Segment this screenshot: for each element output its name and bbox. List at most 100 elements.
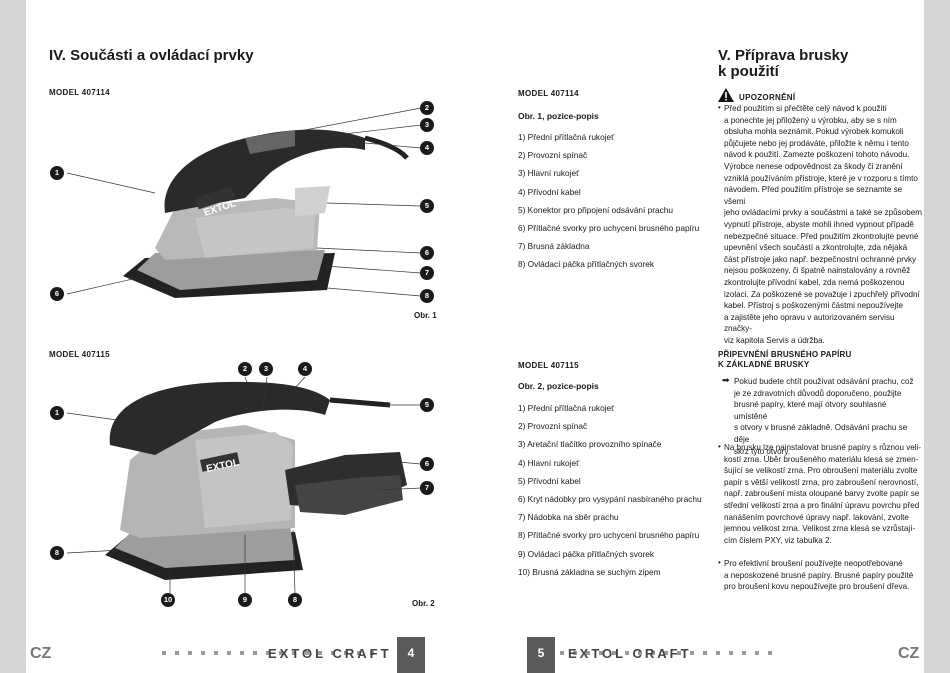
parts-list-2: 1) Přední přítlačná rukojeť 2) Provozní … (518, 402, 702, 584)
subheading-sandpaper: PŘIPEVNĚNÍ BRUSNÉHO PAPÍRU K ZÁKLADNÉ BR… (718, 350, 852, 370)
text-line: šující se velikostí zrna. Pro obroušení … (724, 466, 918, 476)
text-line: Pokud budete chtít používat odsávání pra… (734, 377, 914, 386)
subheading-line-1: PŘIPEVNĚNÍ BRUSNÉHO PAPÍRU (718, 350, 852, 359)
list-item: 8) Ovládací páčka přítlačných svorek (518, 259, 655, 270)
text-line: Pro efektivní broušení používejte neopot… (724, 559, 903, 568)
text-line: a zajistěte jeho opravu v autorizovaném … (724, 312, 895, 334)
list1-title: Obr. 1, pozice-popis (518, 111, 599, 121)
parts-list-1: 1) Přední přítlačná rukojeť 2) Provozní … (518, 131, 699, 277)
callout-2-8a: 8 (50, 546, 64, 560)
callout-2-5: 5 (420, 398, 434, 412)
arrow-paragraph: Pokud budete chtít používat odsávání pra… (734, 376, 914, 457)
text-line: nebezpečné situace. Před použitím zkontr… (724, 231, 919, 241)
right-gutter (924, 0, 950, 673)
section-heading-v: V. Příprava brusky k použití (718, 48, 848, 80)
text-line: a neposkozené brusné papíry. Brusné papí… (724, 570, 914, 580)
bullet-dot: • (718, 442, 721, 451)
text-line: skrz tyto otvory. (734, 446, 791, 456)
text-line: brusné papíry, které mají otvory souhlas… (734, 400, 887, 421)
list-item: 5) Konektor pro připojení odsávání prach… (518, 204, 673, 215)
arrow-right-icon: ➡ (722, 375, 730, 385)
callout-1-7: 7 (420, 266, 434, 280)
section-heading-iv: IV. Součásti a ovládací prvky (49, 47, 254, 64)
model-label-1: MODEL 407114 (49, 88, 110, 97)
warning-text: Před použitím si přečtěte celý návod k p… (724, 103, 924, 346)
heading-line-1: V. Příprava brusky (718, 47, 849, 64)
page-number-right: 5 (527, 637, 555, 673)
text-line: Na brusku lze nainstalovat brusné papíry… (724, 443, 922, 452)
sander-2-body (105, 381, 407, 580)
callout-2-3: 3 (259, 362, 273, 376)
callout-1-6a: 6 (420, 246, 434, 260)
list1-model: MODEL 407114 (518, 89, 579, 98)
language-code-left: CZ (30, 645, 52, 662)
bullet-dot: • (718, 103, 721, 112)
text-line: je ze zdravotních důvodů doporučeno, pou… (734, 388, 902, 398)
text-line: návodem. Před použitím přístroje se sezn… (724, 185, 903, 206)
left-gutter (0, 0, 26, 673)
text-line: vzniklá používáním přístroje, které je v… (724, 173, 918, 183)
brand-right: EXTOL CRAFT (568, 646, 692, 661)
language-code-right: CZ (898, 645, 920, 662)
callout-1-3: 3 (420, 118, 434, 132)
list-item: 7) Nádobka na sběr prachu (518, 512, 619, 523)
list2-title: Obr. 2, pozice-popis (518, 381, 599, 391)
text-line: s otvory v brusné základně. Odsávání pra… (734, 423, 908, 444)
text-line: Výrobce nenese odpovědnost za škody či z… (724, 161, 903, 171)
figure-1-caption: Obr. 1 (414, 311, 437, 320)
heading-line-2: k použití (718, 63, 779, 80)
subheading-line-2: K ZÁKLADNÉ BRUSKY (718, 360, 810, 369)
figure-2-caption: Obr. 2 (412, 599, 435, 608)
text-line: část přístroje jako např. bezpečnostní o… (724, 254, 917, 264)
text-line: pro broušení kovu nepoužívejte pro brouš… (724, 582, 910, 592)
callout-1-5: 5 (420, 199, 434, 213)
callout-2-8b: 8 (288, 593, 302, 607)
list-item: 2) Provozní spínač (518, 150, 588, 161)
text-line: nanášením povrchové úpravy např. lakován… (724, 512, 909, 522)
brand-left: EXTOL CRAFT (268, 646, 392, 661)
text-line: vypnutí přístroje, abyste mohli ihned vy… (724, 219, 914, 229)
text-line: viz kapitola Servis a údržba. (724, 335, 825, 345)
bullet-dot: • (718, 558, 721, 567)
footer-dots-left (162, 642, 402, 655)
page-number-left: 4 (397, 637, 425, 673)
text-line: jemnou velikost zrna. Velikost zrna kles… (724, 524, 916, 534)
callout-1-4: 4 (420, 141, 434, 155)
text-line: Před použitím si přečtěte celý návod k p… (724, 104, 887, 113)
list-item: 6) Kryt nádobky pro vysypání nasbíraného… (518, 493, 702, 504)
list-item: 1) Přední přítlačná rukojeť (518, 132, 615, 142)
efficiency-paragraph: Pro efektivní broušení používejte neopot… (724, 558, 924, 593)
callout-2-7: 7 (420, 481, 434, 495)
callout-1-1: 1 (50, 166, 64, 180)
callout-1-2: 2 (420, 101, 434, 115)
text-line: upevnění všech součástí a zkontrolujte, … (724, 243, 908, 253)
footer-dots-right (560, 642, 800, 655)
callout-1-6b: 6 (50, 287, 64, 301)
text-line: cím číslem PXY, viz tabulka 2. (724, 535, 832, 545)
text-line: návod k použití. Zamezte poškození tohot… (724, 150, 910, 160)
list-item: 3) Hlavní rukojeť (518, 168, 580, 179)
list2-model: MODEL 407115 (518, 361, 579, 370)
text-line: střední velikostí zrna a pro finální úpr… (724, 500, 920, 510)
leader-lines-2 (66, 376, 422, 594)
list-item: 6) Přítlačné svorky pro uchycení brusnéh… (518, 222, 700, 233)
text-line: nejsou poškozeny, či špatně nainstalován… (724, 266, 911, 276)
list-item: 4) Hlavní rukojeť (518, 457, 580, 468)
callout-2-1: 1 (50, 406, 64, 420)
text-line: půjčujete nebo jej prodáváte, přiložte k… (724, 138, 909, 148)
model-label-2: MODEL 407115 (49, 350, 110, 359)
callout-2-4: 4 (298, 362, 312, 376)
text-line: kabel. Přístroj s poškozenými částmi nep… (724, 301, 904, 311)
list-item: 2) Provozní spínač (518, 421, 588, 432)
text-line: jeho ovládacími prvky a součástmi a také… (724, 208, 922, 218)
callout-1-8: 8 (420, 289, 434, 303)
text-line: zkontrolujte přívodní kabel, zda nemá po… (724, 277, 905, 287)
list-item: 1) Přední přítlačná rukojeť (518, 403, 615, 413)
list-item: 3) Aretační tlačítko provozního spínače (518, 439, 662, 450)
list-item: 4) Přívodní kabel (518, 186, 581, 197)
list-item: 10) Brusná základna se suchým zipem (518, 566, 661, 577)
callout-2-6: 6 (420, 457, 434, 471)
text-line: např. zabroušení místa oloupané barvy zv… (724, 489, 920, 499)
list-item: 7) Brusná základna (518, 241, 590, 252)
sander-1-body (123, 129, 409, 298)
